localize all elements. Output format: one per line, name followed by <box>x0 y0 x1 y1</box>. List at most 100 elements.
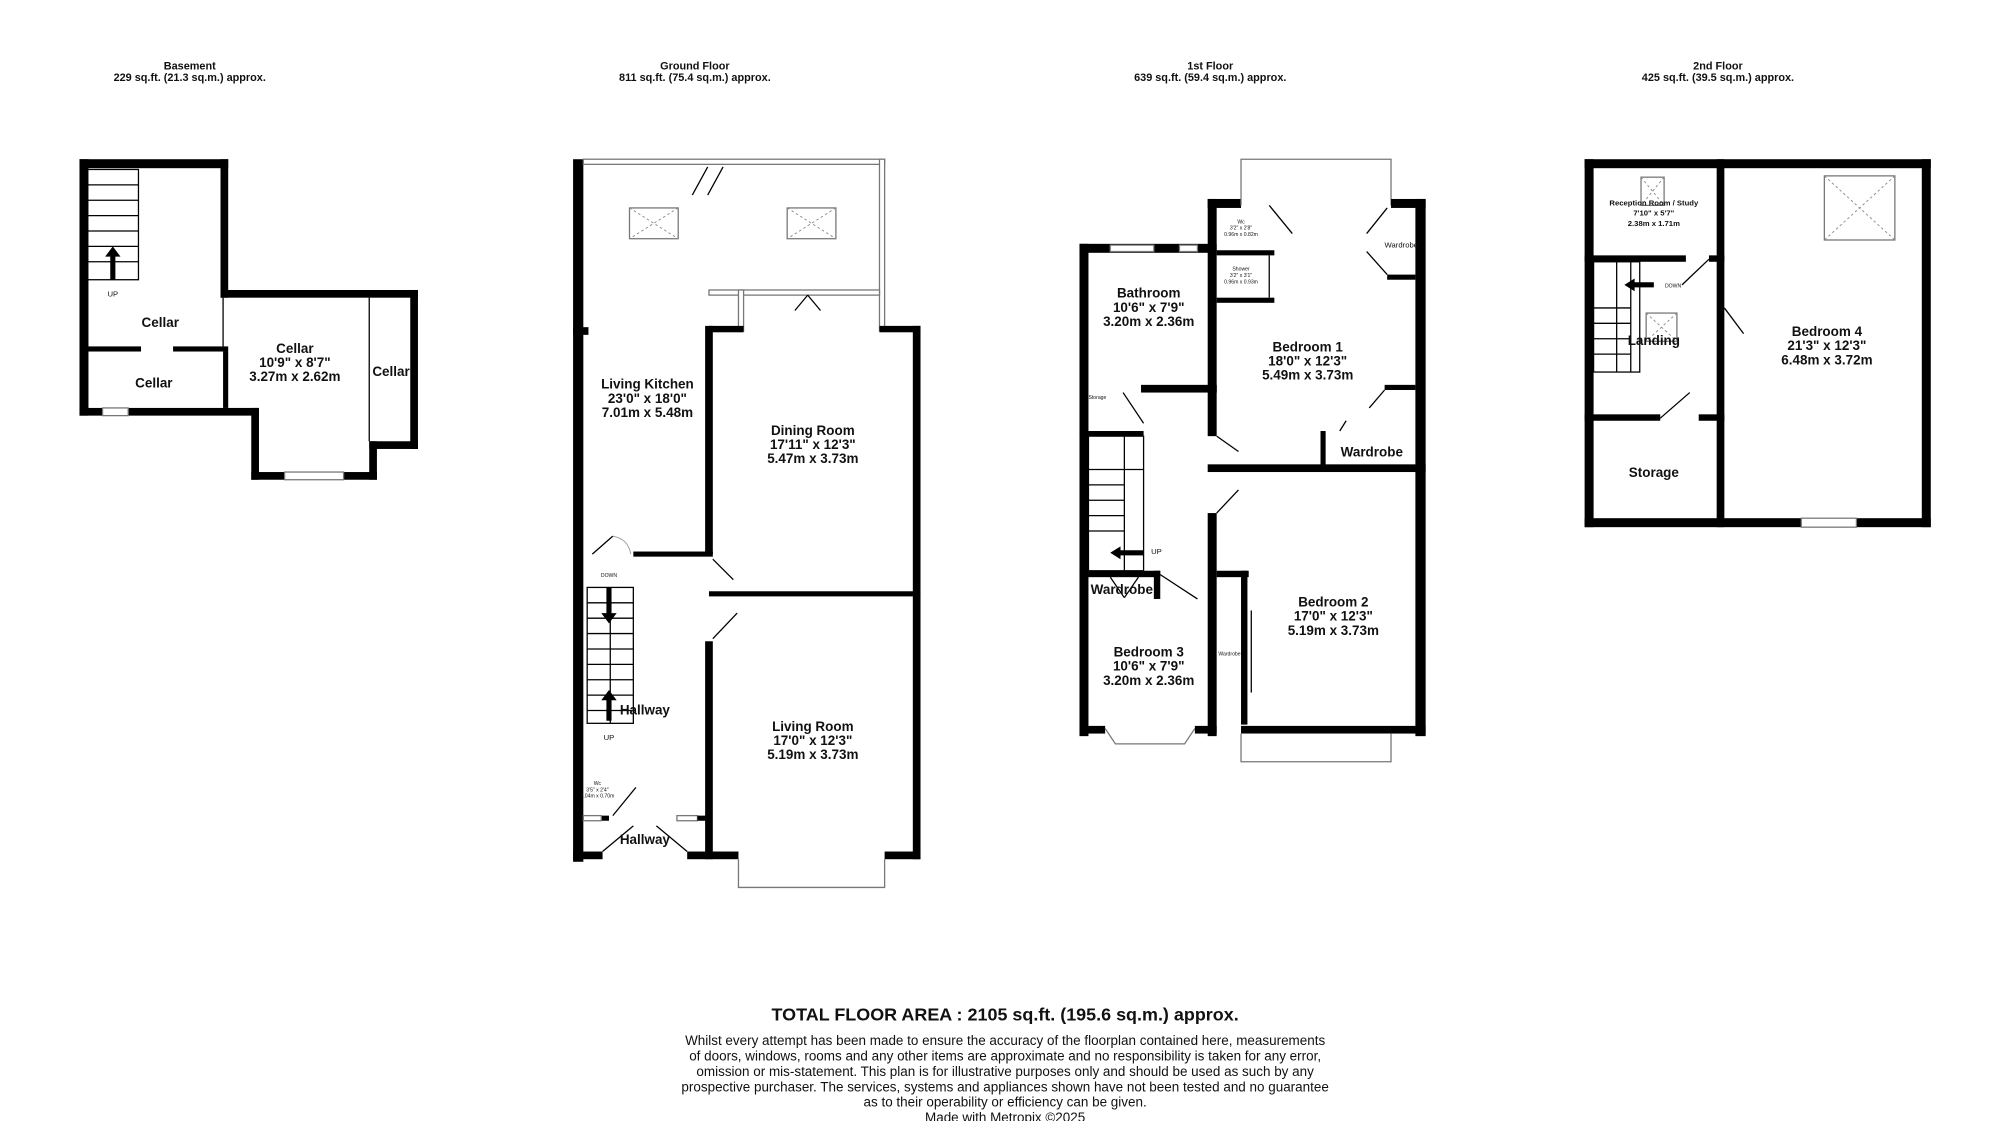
second-walls <box>1584 159 1931 528</box>
basement-title: Basement <box>164 60 216 72</box>
room-name: Wc <box>1237 219 1245 225</box>
room-dimensions-metric: 7.01m x 5.48m <box>602 405 693 420</box>
room-dimensions-metric: 3.27m x 2.62m <box>249 369 340 384</box>
arrow-up-icon <box>105 246 121 280</box>
second-floor-area: 425 sq.ft. (39.5 sq.m.) approx. <box>1642 72 1794 84</box>
ground-up-label: UP <box>604 733 615 742</box>
first-up-label: UP <box>1151 547 1162 556</box>
disclaimer-line: omission or mis-statement. This plan is … <box>696 1064 1314 1079</box>
room-dimensions-imperial: 18'0" x 12'3" <box>1268 354 1347 369</box>
room-bedroom-2: Bedroom 2 17'0" x 12'3" 5.19m x 3.73m <box>1288 595 1379 638</box>
room-cellar-side: Cellar <box>372 364 410 379</box>
room-bedroom-4: Bedroom 4 21'3" x 12'3" 6.48m x 3.72m <box>1781 324 1872 367</box>
arrow-left-icon <box>1110 546 1144 560</box>
room-name: Dining Room <box>771 423 855 438</box>
room-cellar-small: Cellar <box>135 375 173 390</box>
room-living-room: Living Room 17'0" x 12'3" 5.19m x 3.73m <box>767 719 858 762</box>
second-floor-title: 2nd Floor <box>1693 60 1743 72</box>
footer: TOTAL FLOOR AREA : 2105 sq.ft. (195.6 sq… <box>681 1005 1328 1121</box>
room-name: Bedroom 3 <box>1114 645 1184 660</box>
arrow-left-icon <box>1624 278 1654 292</box>
basement-walls <box>79 159 418 481</box>
room-dimensions-metric: 1.04m x 0.70m <box>581 794 615 800</box>
room-name: Cellar <box>276 341 314 356</box>
room-hallway-entrance: Hallway <box>620 832 671 847</box>
second-stairs <box>1592 261 1654 373</box>
room-dimensions-metric: 5.19m x 3.73m <box>1288 623 1379 638</box>
ground-walls <box>573 158 921 889</box>
room-bedroom-1: Bedroom 1 18'0" x 12'3" 5.49m x 3.73m <box>1262 340 1353 383</box>
room-wardrobe-bedroom-2: Wardrobe <box>1218 651 1240 657</box>
ground-floor-title: Ground Floor <box>660 60 730 72</box>
room-name: Shower <box>1232 267 1250 273</box>
room-name: Wc <box>594 781 602 787</box>
room-bedroom-3: Bedroom 3 10'6" x 7'9" 3.20m x 2.36m <box>1103 645 1194 688</box>
room-reception-study: Reception Room / Study 7'10" x 5'7" 2.38… <box>1609 198 1699 228</box>
room-wc-first: Wc 3'2" x 2'8" 0.96m x 0.82m <box>1224 219 1258 238</box>
room-dimensions-metric: 6.48m x 3.72m <box>1781 352 1872 367</box>
arrow-down-icon <box>601 587 617 624</box>
room-dimensions-metric: 0.96m x 0.93m <box>1224 280 1258 286</box>
room-dimensions-imperial: 21'3" x 12'3" <box>1787 338 1866 353</box>
skylights <box>628 207 837 240</box>
room-name: Bedroom 4 <box>1792 324 1863 339</box>
room-living-kitchen: Living Kitchen 23'0" x 18'0" 7.01m x 5.4… <box>601 377 694 420</box>
room-name: Living Room <box>772 719 853 734</box>
second-floor-plan: 2nd Floor 425 sq.ft. (39.5 sq.m.) approx… <box>1584 60 1931 528</box>
room-dimensions-metric: 5.47m x 3.73m <box>767 451 858 466</box>
first-floor-plan: 1st Floor 639 sq.ft. (59.4 sq.m.) approx… <box>1079 60 1426 763</box>
room-wardrobe-top: Wardrobe <box>1385 241 1418 250</box>
room-dimensions-imperial: 3'2" x 2'8" <box>1230 226 1253 232</box>
room-dimensions-imperial: 17'0" x 12'3" <box>773 733 852 748</box>
room-name: Bathroom <box>1117 286 1181 301</box>
room-dimensions-imperial: 10'6" x 7'9" <box>1113 300 1185 315</box>
room-dimensions-metric: 2.38m x 1.71m <box>1628 219 1680 228</box>
room-hallway: Hallway <box>620 702 671 717</box>
disclaimer-line: Whilst every attempt has been made to en… <box>685 1033 1325 1048</box>
room-dining-room: Dining Room 17'11" x 12'3" 5.47m x 3.73m <box>767 423 858 466</box>
room-shower: Shower 3'2" x 3'1" 0.96m x 0.93m <box>1224 267 1258 286</box>
basement-area: 229 sq.ft. (21.3 sq.m.) approx. <box>114 72 266 84</box>
ground-floor-plan: Ground Floor 811 sq.ft. (75.4 sq.m.) app… <box>573 60 921 889</box>
room-wardrobe-bedroom-3: Wardrobe <box>1091 582 1154 597</box>
room-dimensions-imperial: 3'5" x 2'4" <box>586 787 609 793</box>
room-dimensions-imperial: 10'9" x 8'7" <box>259 355 331 370</box>
basement-up-label: UP <box>107 289 118 298</box>
room-storage-second: Storage <box>1629 465 1680 480</box>
disclaimer-line: as to their operability or efficiency ca… <box>864 1095 1147 1110</box>
room-name: Bedroom 1 <box>1273 340 1344 355</box>
total-floor-area: TOTAL FLOOR AREA : 2105 sq.ft. (195.6 sq… <box>772 1005 1239 1025</box>
first-walls <box>1079 158 1426 763</box>
room-dimensions-imperial: 7'10" x 5'7" <box>1633 209 1674 218</box>
room-wc-ground: Wc 3'5" x 2'4" 1.04m x 0.70m <box>581 781 615 800</box>
disclaimer-line: of doors, windows, rooms and any other i… <box>689 1049 1321 1064</box>
room-wardrobe-bedroom-1: Wardrobe <box>1341 445 1404 460</box>
ground-stairs <box>586 586 634 724</box>
room-dimensions-imperial: 3'2" x 3'1" <box>1230 273 1253 279</box>
room-bathroom: Bathroom 10'6" x 7'9" 3.20m x 2.36m <box>1103 286 1194 329</box>
room-storage: Storage <box>1088 395 1106 401</box>
room-dimensions-metric: 0.96m x 0.82m <box>1224 232 1258 238</box>
disclaimer-line: prospective purchaser. The services, sys… <box>681 1079 1328 1094</box>
room-name: Reception Room / Study <box>1609 198 1699 207</box>
room-dimensions-imperial: 17'0" x 12'3" <box>1294 609 1373 624</box>
skylights-second <box>1640 175 1896 342</box>
arrow-up-icon <box>601 689 617 721</box>
basement-plan: Basement 229 sq.ft. (21.3 sq.m.) approx. <box>79 60 418 481</box>
room-dimensions-imperial: 17'11" x 12'3" <box>770 437 856 452</box>
first-floor-area: 639 sq.ft. (59.4 sq.m.) approx. <box>1134 72 1286 84</box>
credit: Made with Metropix ©2025 <box>925 1110 1085 1121</box>
room-dimensions-imperial: 23'0" x 18'0" <box>608 391 687 406</box>
ground-floor-area: 811 sq.ft. (75.4 sq.m.) approx. <box>619 72 771 84</box>
first-stairs <box>1087 435 1145 572</box>
room-name: Bedroom 2 <box>1298 595 1368 610</box>
second-down-label: DOWN <box>1665 283 1681 289</box>
room-dimensions-metric: 5.19m x 3.73m <box>767 747 858 762</box>
room-cellar-stairs: Cellar <box>142 315 180 330</box>
room-landing: Landing <box>1628 333 1680 348</box>
room-dimensions-metric: 3.20m x 2.36m <box>1103 314 1194 329</box>
room-dimensions-metric: 5.49m x 3.73m <box>1262 368 1353 383</box>
room-name: Living Kitchen <box>601 377 694 392</box>
ground-down-label: DOWN <box>601 573 617 579</box>
first-floor-title: 1st Floor <box>1187 60 1234 72</box>
